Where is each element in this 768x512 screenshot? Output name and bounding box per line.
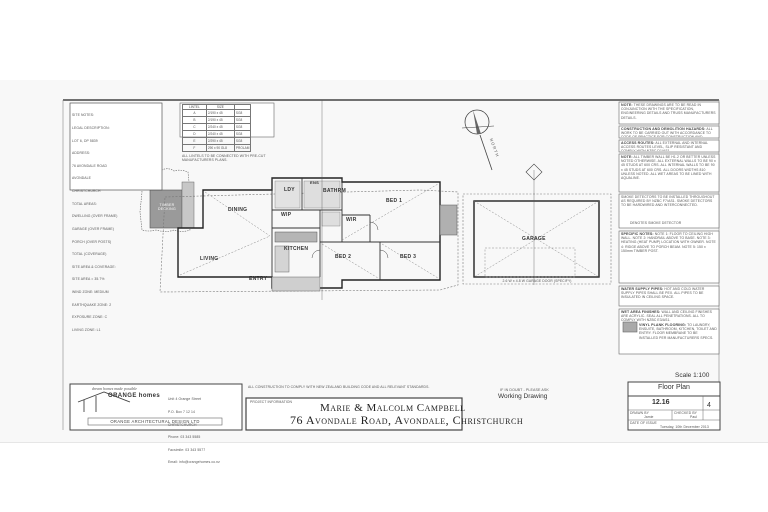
company-tagline: dream homes made possible — [92, 386, 138, 391]
address-label: ADDRESS: — [72, 151, 91, 156]
north-arrow-icon — [461, 109, 495, 171]
note-specific: SPECIFIC NOTES: NOTE 1: FLOOR TO CEILING… — [621, 232, 717, 253]
drawn-by: Jamie — [644, 415, 654, 419]
site-area-label: SITE AREA & COVERAGE: — [72, 264, 116, 269]
garage-outline — [462, 163, 612, 285]
area-line: PORCH (OVER POSTS) — [72, 239, 112, 244]
project-address: 76 Avondale Road, Avondale, Christchurch — [290, 413, 524, 427]
project-info-label: PROJECT INFORMATION — [250, 400, 293, 404]
timber-deck — [139, 168, 195, 232]
company-contact: Unit 4 Orange Street P.O. Box 7 12 14 CH… — [168, 397, 220, 465]
room-living: LIVING — [200, 256, 219, 262]
drawing-type: Floor Plan — [658, 384, 690, 391]
scale-label: Scale 1:100 — [675, 372, 710, 379]
compliance-note: ALL CONSTRUCTION TO COMPLY WITH NEW ZEAL… — [248, 385, 430, 389]
note-access: ACCESS ROUTES: ALL EXTERNAL AND INTERNAL… — [621, 141, 709, 151]
site-area: SITE AREA = 35.7% — [72, 277, 105, 282]
doubt-note: IF IN DOUBT - PLEASE ASK — [500, 388, 549, 392]
earthquake-zone: EARTHQUAKE ZONE: 2 — [72, 302, 112, 307]
exposure-zone: EXPOSURE ZONE: C — [72, 315, 108, 320]
legal-label: LEGAL DESCRIPTION: — [72, 126, 110, 131]
room-kitchen: KITCHEN — [284, 246, 309, 252]
timber-deck-label: TIMBER DECKING — [157, 203, 177, 211]
room-bed-3: BED 3 — [400, 254, 417, 260]
note-water: WATER SUPPLY PIPES: HOT AND COLD WATER S… — [621, 287, 706, 300]
address-line: 76 AVONDALE ROAD — [72, 163, 108, 168]
address-line: CHRISTCHURCH — [72, 189, 101, 194]
room-ldy: LDY — [284, 187, 295, 193]
site-notes: SITE NOTES: LEGAL DESCRIPTION: LOT 6, DP… — [72, 105, 160, 336]
total-areas-label: TOTAL AREAS: — [72, 201, 97, 206]
company-logo — [77, 391, 131, 412]
wind-zone: WIND ZONE: MEDIUM — [72, 289, 109, 294]
room-wir: WIR — [346, 217, 357, 223]
checked-by: Paul — [690, 415, 698, 419]
note-vinyl: VINYL PLANK FLOORING: TO LAUNDRY, ENSUIT… — [639, 323, 717, 340]
address-line: AVONDALE — [72, 176, 92, 181]
room-garage: GARAGE — [522, 236, 546, 242]
job-number: 12.16 — [652, 399, 670, 406]
garage-door-label: 2.6 W x 4.8 W GARAGE DOOR (SPECIFY) — [502, 279, 572, 283]
note-timber: NOTE: ALL TIMBER WALL BE H1.2 OR BETTER … — [621, 155, 717, 181]
owner-name: Marie & Malcolm Campbell — [320, 402, 466, 414]
issue-date: Tuesday, 10th December 2013 — [660, 425, 709, 429]
note-wet-area: WET AREA FINISHES: WALL AND CEILING FINI… — [621, 310, 713, 322]
living-zone: LIVING ZONE: L1 — [72, 327, 101, 332]
room-bed-2: BED 2 — [335, 254, 352, 260]
note-hazards: CONSTRUCTION AND DEMOLITION HAZARDS: ALL… — [621, 127, 713, 137]
note-smoke-legend: DENOTES SMOKE DETECTOR — [630, 221, 682, 225]
area-line: DWELLING (OVER FRAME) — [72, 214, 118, 219]
legal-value: LOT 6, DP 5839 — [72, 138, 98, 143]
lintel-note: ALL LINTELS TO BE CONNECTED WITH PRE-CUT… — [182, 154, 267, 163]
date-label: DATE OF ISSUE — [630, 421, 657, 425]
site-notes-title: SITE NOTES: — [72, 113, 95, 118]
room-dining: DINING — [228, 207, 248, 213]
company-name: ORANGE homes — [108, 393, 161, 399]
company-full-name: ORANGE ARCHITECTURAL DESIGN LTD — [110, 419, 200, 424]
note-smoke: SMOKE DETECTORS TO BE INSTALLED THROUGHO… — [621, 195, 716, 208]
sheet-number: 4 — [707, 402, 711, 409]
working-drawing-label: Working Drawing — [498, 393, 548, 400]
room-wip: WIP — [281, 212, 292, 218]
room-ensuite: ENS — [310, 180, 320, 185]
area-line: GARAGE (OVER FRAME) — [72, 226, 115, 231]
note-general: NOTE: THESE DRAWINGS ARE TO BE READ IN C… — [621, 103, 717, 120]
checked-by-label: CHECKED BY — [674, 411, 698, 415]
room-entry: ENTRY — [249, 276, 268, 282]
drawn-by-label: DRAWN BY — [630, 411, 649, 415]
room-bathroom: BATHRM — [323, 188, 347, 194]
area-line: TOTAL (COVERAGE) — [72, 252, 107, 257]
room-bed-1: BED 1 — [386, 198, 403, 204]
